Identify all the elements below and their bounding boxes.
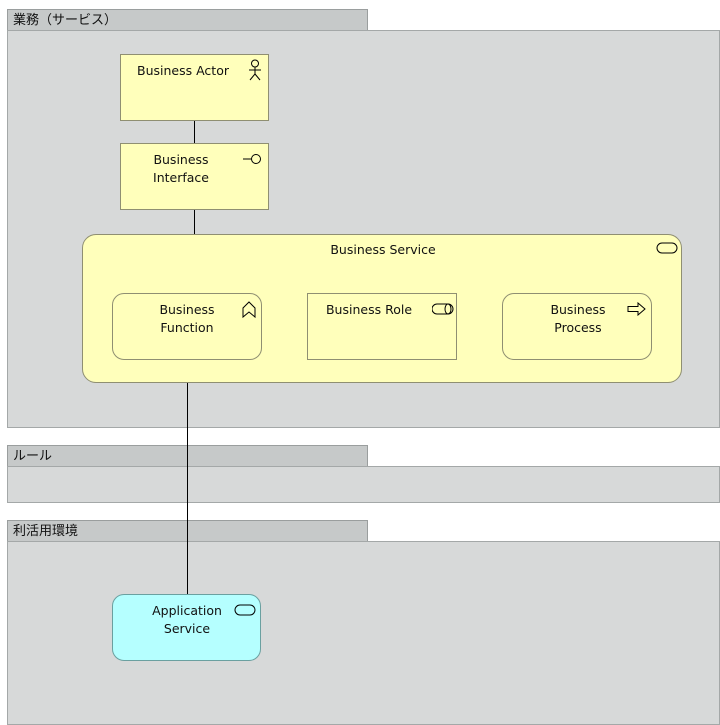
business-role-label: Business Role — [325, 302, 413, 317]
business-role-box[interactable]: Business Role — [307, 293, 457, 360]
interface-icon — [243, 154, 261, 164]
business-function-box[interactable]: Business Function — [112, 293, 262, 360]
business-function-label: Business Function — [159, 302, 215, 335]
business-interface-label: Business Interface — [153, 152, 209, 185]
group-rules[interactable] — [7, 466, 720, 503]
group-label-env: 利活用環境 — [13, 524, 79, 539]
process-icon — [627, 302, 646, 316]
business-service-label: Business Service — [330, 242, 436, 257]
function-icon — [242, 301, 256, 319]
application-service-label: Application Service — [152, 603, 222, 636]
business-actor-label: Business Actor — [137, 63, 229, 78]
business-process-box[interactable]: Business Process — [502, 293, 652, 360]
group-tab-business[interactable]: 業務（サービス） — [7, 9, 368, 30]
app-service-icon — [234, 604, 256, 616]
application-service-box[interactable]: Application Service — [112, 594, 261, 661]
service-icon — [656, 242, 678, 254]
business-interface-box[interactable]: Business Interface — [120, 143, 269, 210]
business-process-label: Business Process — [550, 302, 606, 335]
actor-icon — [249, 59, 261, 81]
group-label-business: 業務（サービス） — [13, 13, 118, 28]
role-icon — [432, 303, 454, 315]
business-actor-box[interactable]: Business Actor — [120, 54, 269, 121]
group-label-rules: ルール — [13, 449, 53, 464]
